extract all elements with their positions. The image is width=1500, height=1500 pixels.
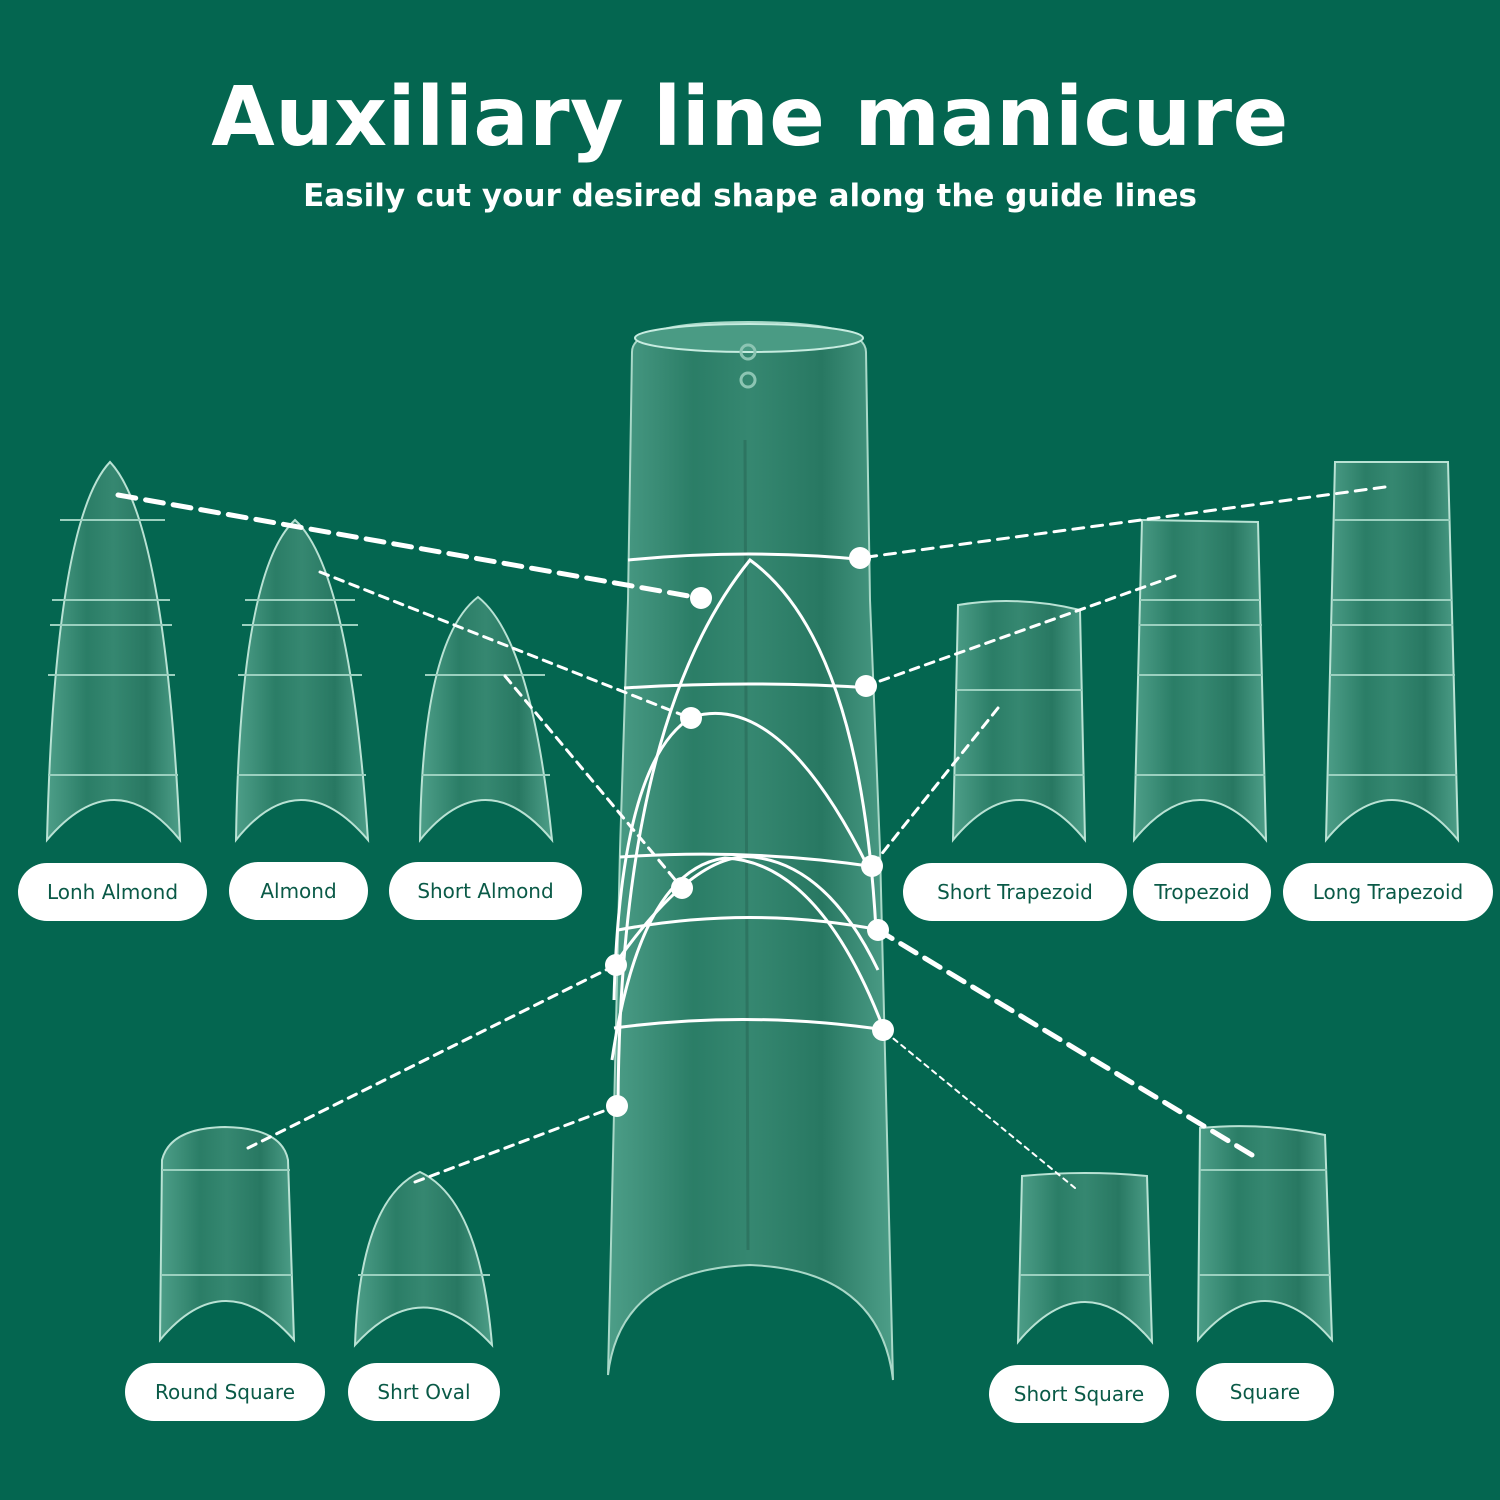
nail-trapezoid: [1132, 518, 1268, 843]
label-square: Square: [1196, 1363, 1334, 1421]
page-subtitle: Easily cut your desired shape along the …: [303, 178, 1197, 214]
nail-long-trapezoid: [1324, 461, 1460, 843]
nail-short-oval: [353, 1170, 494, 1348]
label-short-almond: Short Almond: [389, 862, 582, 920]
nail-short-trapezoid: [951, 600, 1087, 843]
label-short-oval: Shrt Oval: [348, 1363, 500, 1421]
guide-dots: [605, 547, 894, 1117]
label-long-almond: Lonh Almond: [18, 863, 207, 921]
label-short-trapezoid: Short Trapezoid: [903, 863, 1127, 921]
nail-short-almond: [418, 595, 554, 844]
nail-long-almond: [45, 460, 182, 843]
nail-round-square: [158, 1125, 296, 1343]
label-short-square: Short Square: [989, 1365, 1169, 1423]
label-almond: Almond: [229, 862, 368, 920]
nail-square: [1196, 1125, 1334, 1343]
nail-short-square: [1016, 1172, 1154, 1345]
guide-connectors: [115, 485, 1387, 1189]
label-trapezoid: Tropezoid: [1133, 863, 1271, 921]
label-long-trapezoid: Long Trapezoid: [1283, 863, 1493, 921]
nail-almond: [234, 518, 370, 843]
page-title: Auxiliary line manicure: [211, 70, 1289, 165]
label-round-square: Round Square: [125, 1363, 325, 1421]
